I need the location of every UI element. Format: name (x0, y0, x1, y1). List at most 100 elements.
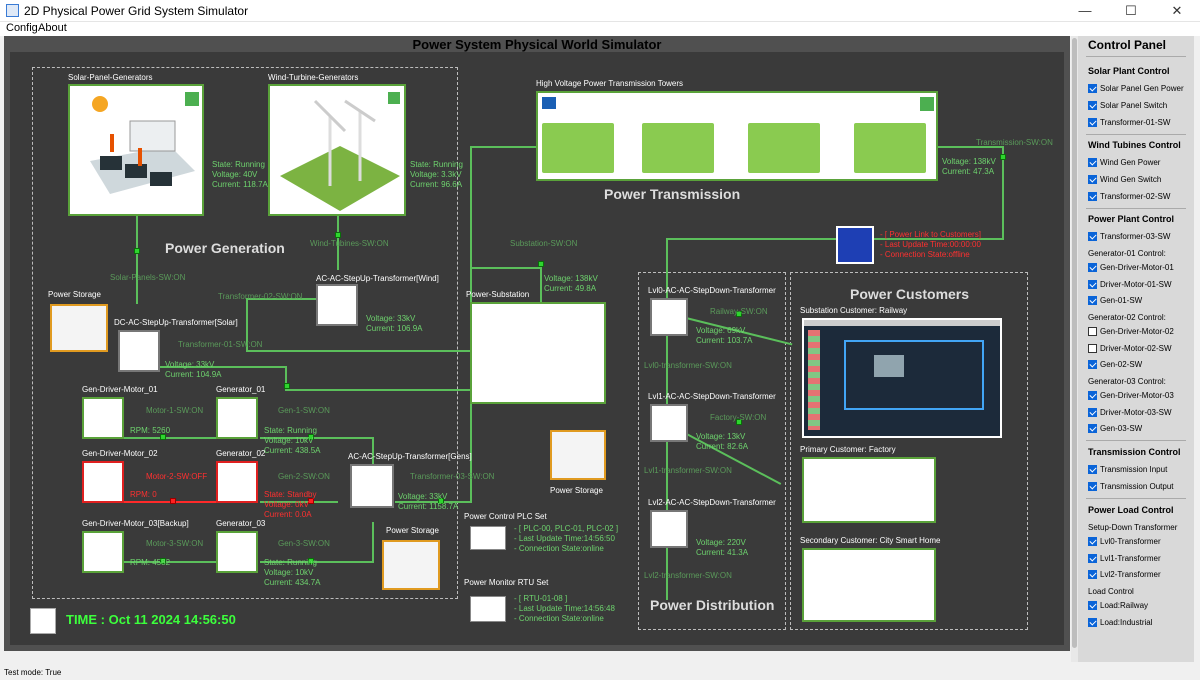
checkbox[interactable] (1088, 101, 1097, 110)
checkbox[interactable] (1088, 118, 1097, 127)
cb-load-railway[interactable]: Load:Railway (1088, 601, 1148, 610)
power-storage-image[interactable] (50, 304, 108, 352)
canvas-scrollbar[interactable] (1071, 36, 1078, 662)
motor3-image[interactable] (82, 531, 124, 573)
substation-image[interactable] (470, 302, 606, 404)
lvl1-switch[interactable]: Lvl1-transformer-SW:ON (644, 466, 732, 475)
wind-switch[interactable]: Wind-Tubines-SW:ON (310, 239, 389, 248)
rtu-icon[interactable] (470, 596, 506, 622)
tf-wind-switch[interactable]: Transformer-02-SW:ON (218, 292, 303, 301)
maximize-button[interactable]: ☐ (1125, 3, 1137, 18)
cb-wind-gen-power[interactable]: Wind Gen Power (1088, 158, 1160, 167)
menu-config[interactable]: Config (6, 22, 38, 34)
cb-gen-03-sw[interactable]: Gen-03-SW (1088, 424, 1142, 433)
checkbox[interactable] (1088, 263, 1097, 272)
power-storage-gens[interactable] (382, 540, 440, 590)
checkbox[interactable] (1088, 158, 1097, 167)
substation-switch[interactable]: Substation-SW:ON (510, 239, 578, 248)
generator2-image[interactable] (216, 461, 258, 503)
motor1-switch[interactable]: Motor-1-SW:ON (146, 406, 204, 415)
generator3-image[interactable] (216, 531, 258, 573)
wire (372, 522, 374, 563)
checkbox[interactable] (1088, 554, 1097, 563)
cb-transformer-02[interactable]: Transformer-02-SW (1088, 192, 1170, 201)
cb-label: Lvl2-Transformer (1100, 570, 1161, 579)
checkbox[interactable] (1088, 537, 1097, 546)
power-link-icon[interactable] (836, 226, 874, 264)
power-storage-substation[interactable] (550, 430, 606, 480)
cb-transformer-03[interactable]: Transformer-03-SW (1088, 232, 1170, 241)
motor3-switch[interactable]: Motor-3-SW:ON (146, 539, 204, 548)
checkbox[interactable] (1088, 232, 1097, 241)
cb-gen-driver-motor-01[interactable]: Gen-Driver-Motor-01 (1088, 263, 1174, 272)
railway-hmi-image[interactable] (802, 318, 1002, 438)
solar-switch[interactable]: Solar-Panels-SW:ON (110, 273, 186, 282)
gen3-switch[interactable]: Gen-3-SW:ON (278, 539, 330, 548)
node (308, 434, 314, 440)
checkbox[interactable] (1088, 327, 1097, 336)
checkbox[interactable] (1088, 601, 1097, 610)
lvl2-transformer[interactable] (650, 510, 688, 548)
cb-lvl2-transformer[interactable]: Lvl2-Transformer (1088, 570, 1161, 579)
plc-icon[interactable] (470, 526, 506, 550)
tf-gens-switch[interactable]: Transformer-03-SW:ON (410, 472, 495, 481)
cb-gen-02-sw[interactable]: Gen-02-SW (1088, 360, 1142, 369)
lvl0-switch[interactable]: Lvl0-transformer-SW:ON (644, 361, 732, 370)
lvl1-transformer[interactable] (650, 404, 688, 442)
checkbox[interactable] (1088, 408, 1097, 417)
checkbox[interactable] (1088, 391, 1097, 400)
cb-solar-gen-power[interactable]: Solar Panel Gen Power (1088, 84, 1184, 93)
minimize-button[interactable]: — (1078, 3, 1092, 18)
gen2-switch[interactable]: Gen-2-SW:ON (278, 472, 330, 481)
gen1-switch[interactable]: Gen-1-SW:ON (278, 406, 330, 415)
cb-lvl1-transformer[interactable]: Lvl1-Transformer (1088, 554, 1161, 563)
checkbox[interactable] (1088, 84, 1097, 93)
checkbox[interactable] (1088, 280, 1097, 289)
scroll-thumb[interactable] (1072, 38, 1077, 648)
cb-gen-01-sw[interactable]: Gen-01-SW (1088, 296, 1142, 305)
cb-transmission-output[interactable]: Transmission Output (1088, 482, 1174, 491)
tf-solar-switch[interactable]: Transformer-01-SW:ON (178, 340, 263, 349)
cb-transformer-01[interactable]: Transformer-01-SW (1088, 118, 1170, 127)
checkbox[interactable] (1088, 192, 1097, 201)
transmission-switch[interactable]: Transmission-SW:ON (976, 138, 1053, 147)
solar-panel-image[interactable] (68, 84, 204, 216)
checkbox[interactable] (1088, 570, 1097, 579)
menu-about[interactable]: About (38, 22, 67, 34)
cb-driver-motor-03-sw[interactable]: Driver-Motor-03-SW (1088, 408, 1172, 417)
cb-gen-driver-motor-03[interactable]: Gen-Driver-Motor-03 (1088, 391, 1174, 400)
cb-wind-gen-switch[interactable]: Wind Gen Switch (1088, 175, 1161, 184)
factory-image[interactable] (802, 457, 936, 523)
motor1-image[interactable] (82, 397, 124, 439)
checkbox[interactable] (1088, 344, 1097, 353)
cb-driver-motor-01-sw[interactable]: Driver-Motor-01-SW (1088, 280, 1172, 289)
cb-solar-switch[interactable]: Solar Panel Switch (1088, 101, 1167, 110)
checkbox[interactable] (1088, 175, 1097, 184)
motor2-image[interactable] (82, 461, 124, 503)
lvl0-transformer[interactable] (650, 298, 688, 336)
motor2-switch[interactable]: Motor-2-SW:OFF (146, 472, 208, 481)
checkbox[interactable] (1088, 360, 1097, 369)
transmission-towers-image[interactable] (536, 91, 938, 181)
cb-lvl0-transformer[interactable]: Lvl0-Transformer (1088, 537, 1161, 546)
checkbox[interactable] (1088, 482, 1097, 491)
checkbox[interactable] (1088, 296, 1097, 305)
generator1-image[interactable] (216, 397, 258, 439)
cb-gen-driver-motor-02[interactable]: Gen-Driver-Motor-02 (1088, 327, 1174, 336)
checkbox[interactable] (1088, 465, 1097, 474)
cb-driver-motor-02-sw[interactable]: Driver-Motor-02-SW (1088, 344, 1172, 353)
close-button[interactable]: ✕ (1171, 3, 1183, 18)
checkbox[interactable] (1088, 424, 1097, 433)
lvl0-rail-switch[interactable]: Railway-SW:ON (710, 307, 768, 316)
transformer-wind[interactable] (316, 284, 358, 326)
transformer-gens[interactable] (350, 464, 394, 508)
checkbox[interactable] (1088, 618, 1097, 627)
lvl1-factory-switch[interactable]: Factory-SW:ON (710, 413, 767, 422)
lvl1-current: Current: 82.6A (696, 442, 749, 451)
wind-turbine-image[interactable] (268, 84, 406, 216)
smart-home-image[interactable] (802, 548, 936, 622)
transformer-solar[interactable] (118, 330, 160, 372)
cb-load-industrial[interactable]: Load:Industrial (1088, 618, 1152, 627)
cb-transmission-input[interactable]: Transmission Input (1088, 465, 1167, 474)
lvl2-switch[interactable]: Lvl2-transformer-SW:ON (644, 571, 732, 580)
